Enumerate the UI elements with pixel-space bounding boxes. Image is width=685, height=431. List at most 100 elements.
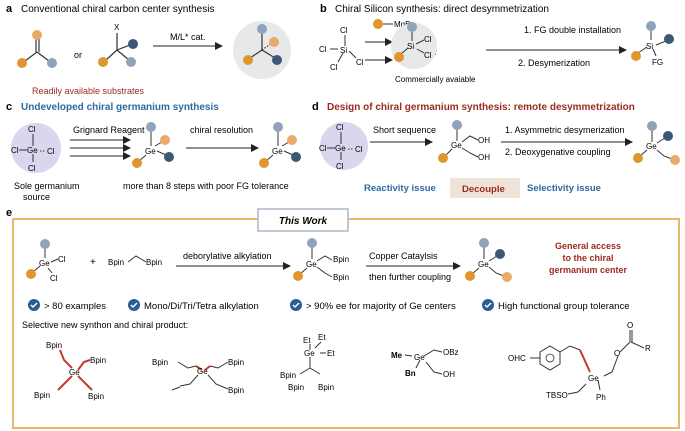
slate-substituent-dot [40, 239, 50, 249]
orange-grignard-dot [373, 19, 383, 29]
germanium-atom: Ge [145, 147, 156, 156]
silicon-atom: Si [646, 42, 653, 51]
feature-label: Mono/Di/Tri/Tetra alkylation [144, 301, 259, 312]
orange-substituent-dot [293, 271, 303, 281]
intermediate-bonds [400, 30, 425, 55]
chlorine-label: Cl [47, 147, 55, 156]
chlorine-label: Cl [355, 145, 363, 154]
chiral-ge-bonds [265, 130, 294, 162]
methyl-label: Me [391, 351, 403, 360]
panel-a-letter: a [6, 3, 13, 15]
product-tetra-bpin: Ge Bpin Bpin Bpin Bpin [34, 341, 106, 401]
chlorine-label: Cl [11, 146, 19, 155]
commercial-note: Commercially avaiable [395, 75, 476, 84]
decouple-label: Decouple [462, 184, 505, 195]
ethyl-label: Et [303, 336, 311, 345]
orange-substituent-dot [631, 51, 641, 61]
feature-item: > 90% ee for majority of Ge centers [290, 299, 456, 312]
product-tri-bpin-vinyl: Ge Bpin Bpin Bpin [152, 358, 244, 395]
resolution-label: chiral resolution [190, 125, 253, 135]
germanium-atom: Ge [646, 142, 657, 151]
alkene-substrate [24, 39, 50, 62]
germanium-atom: Ge [414, 353, 425, 362]
germanium-atom: Ge [304, 349, 315, 358]
germanium-atom: Ge [306, 260, 317, 269]
silicon-atom: Si [407, 42, 414, 51]
gecl4-bonds [327, 132, 354, 160]
slate-substituent-dot [452, 120, 462, 130]
gecl4-bonds [19, 134, 46, 162]
cream-substituent-dot [287, 135, 297, 145]
hydroxyl-label: OH [478, 153, 490, 162]
panel-c-title: Undeveloped chiral germanium synthesis [21, 102, 219, 113]
further-coupling-label: then further coupling [369, 272, 451, 282]
orange-substituent-dot [259, 158, 269, 168]
sp3-substrate [105, 33, 131, 61]
navy-substituent-dot [128, 39, 138, 49]
hydroxyl-label: OH [478, 136, 490, 145]
this-work-title: This Work [279, 216, 328, 227]
slate-substituent-dot [407, 22, 417, 32]
this-work-banner [257, 208, 349, 232]
r-bond [630, 341, 645, 349]
chlorine-label: Cl [58, 255, 66, 264]
gecl4-background-circle [11, 123, 61, 173]
aldehyde-label: OHC [508, 354, 526, 363]
germanium-atom: Ge [451, 141, 462, 150]
panel-e-letter: e [6, 207, 12, 219]
checkmark-glyph [292, 302, 300, 309]
benzene-ring [539, 345, 561, 371]
germanium-atom: Ge [197, 367, 208, 376]
methylene-bond [127, 255, 147, 263]
chlorine-label: Cl [330, 63, 338, 72]
chlorine-label: Cl [336, 162, 344, 171]
step-2-label: 2. Desymerization [518, 58, 590, 68]
navy-substituent-dot [291, 152, 301, 162]
selective-note: Selective new synthon and chiral product… [22, 320, 188, 330]
chlorine-label: Cl [356, 58, 364, 67]
chlorine-label: Cl [336, 123, 344, 132]
germanium-atom: Ge [335, 144, 346, 153]
or-label: or [74, 50, 82, 60]
substrates-note: Readily available substrates [32, 86, 145, 96]
chlorine-label: Cl [319, 45, 327, 54]
obz-label: OBz [443, 348, 459, 357]
navy-substituent-dot [495, 249, 505, 259]
panel-c: c Undeveloped chiral germanium synthesis… [6, 101, 301, 202]
leaving-group-x: X [114, 23, 120, 32]
product-me-bn: Me Ge Bn OBz OH [391, 348, 459, 379]
checkmark-glyph [484, 302, 492, 309]
step-1-label: 1. Asymmetric desymerization [505, 125, 625, 135]
checkmark-glyph [30, 302, 38, 309]
slate-substituent-dot [307, 238, 317, 248]
step-1-label: 1. FG double installation [524, 25, 621, 35]
bpin-label: Bpin [228, 386, 244, 395]
source-note-line1: Sole germanium [14, 181, 80, 191]
bpin-label: Bpin [152, 358, 168, 367]
plus-sign: + [90, 257, 96, 268]
bpin-label: Bpin [333, 255, 349, 264]
panel-b-letter: b [320, 3, 327, 15]
benzyl-label: Bn [405, 369, 416, 378]
copper-catalysis-label: Copper Cataylsis [369, 251, 438, 261]
bpin-label: Bpin [90, 356, 106, 365]
decouple-box [450, 178, 520, 198]
cream-substituent-dot [160, 135, 170, 145]
gecl4-background-circle [320, 122, 368, 170]
racemic-ge-bonds [138, 130, 167, 162]
navy-substituent-dot [272, 55, 282, 65]
slate-substituent-dot [647, 121, 657, 131]
feature-item: High functional group tolerance [482, 299, 630, 312]
panel-d: d Design of chiral germanium synthesis: … [312, 101, 680, 198]
step-2-label: 2. Deoxygenative coupling [505, 147, 611, 157]
orange-substituent-dot [132, 158, 142, 168]
panel-e: e This Work Ge Cl Cl + Bpin Bpin deboryl… [6, 207, 680, 429]
chlorine-label: Cl [28, 164, 36, 173]
germanium-atom: Ge [69, 368, 80, 377]
aromatic-circle [545, 353, 555, 363]
slate-substituent-dot [646, 21, 656, 31]
feature-label: > 80 examples [44, 301, 106, 312]
access-line-1: General access [555, 241, 621, 251]
feature-label: > 90% ee for majority of Ge centers [306, 301, 456, 312]
